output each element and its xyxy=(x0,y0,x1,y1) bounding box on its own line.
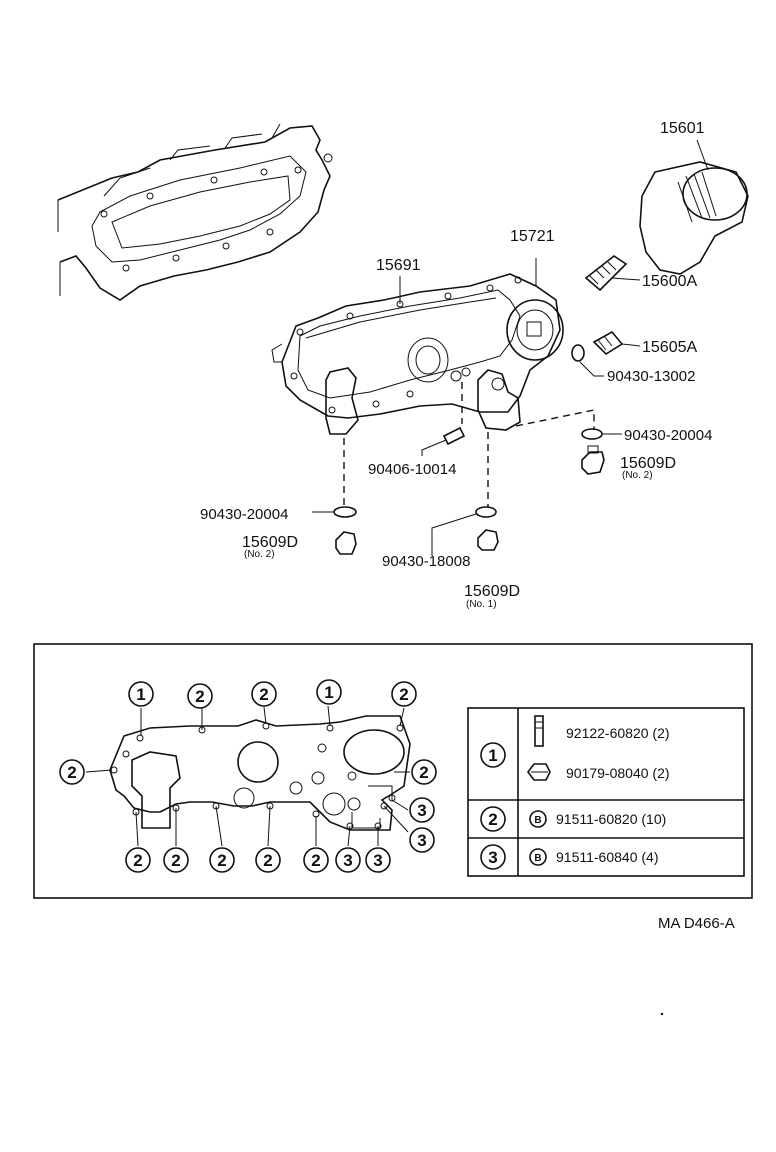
svg-text:2: 2 xyxy=(133,851,142,870)
part-15609D-right-label: 15609D xyxy=(620,455,676,472)
cooler-gasket-outline xyxy=(109,715,411,831)
oil-cooler-drawing xyxy=(271,258,564,435)
part-15721-label: 15721 xyxy=(510,228,555,245)
svg-text:2: 2 xyxy=(488,810,497,829)
union-drawing xyxy=(584,255,641,292)
svg-text:2: 2 xyxy=(311,851,320,870)
svg-text:B: B xyxy=(534,853,541,864)
part-90430-20004-right-label: 90430-20004 xyxy=(624,427,712,444)
svg-text:2: 2 xyxy=(195,687,204,706)
leader-right xyxy=(515,409,595,430)
marker-circle: 2 xyxy=(391,681,417,707)
svg-text:1: 1 xyxy=(136,685,145,704)
marker-circle: 2 xyxy=(163,847,189,873)
marker-circle: 2 xyxy=(187,683,213,709)
svg-text:1: 1 xyxy=(488,746,497,765)
svg-text:2: 2 xyxy=(217,851,226,870)
gasket-13002-drawing xyxy=(571,344,585,362)
marker-circle: 3 xyxy=(409,827,435,853)
b-bolt-icon: B xyxy=(529,848,547,866)
left-markers: 2 xyxy=(59,759,85,785)
top-markers: 1 2 2 1 2 xyxy=(128,679,417,709)
plug-left-drawing xyxy=(312,506,357,555)
legend-row1-item2-text: 90179-08040 (2) xyxy=(566,765,670,781)
marker-circle: 2 xyxy=(251,681,277,707)
part-15609D-center-label: 15609D xyxy=(464,583,520,600)
plug-center-drawing xyxy=(431,506,499,556)
legend-key-1: 1 xyxy=(480,742,506,768)
pin-drawing xyxy=(421,426,466,456)
legend-key-2: 2 xyxy=(480,806,506,832)
marker-circle: 2 xyxy=(411,759,437,785)
bolt-icon xyxy=(534,715,544,747)
part-15609D-right-sub: (No. 2) xyxy=(622,470,653,481)
part-15609D-center-sub: (No. 1) xyxy=(466,599,497,610)
legend-key-3: 3 xyxy=(480,844,506,870)
marker-circle: 1 xyxy=(128,681,154,707)
svg-text:3: 3 xyxy=(373,851,382,870)
svg-text:3: 3 xyxy=(417,801,426,820)
svg-text:2: 2 xyxy=(263,851,272,870)
marker-circle: 2 xyxy=(59,759,85,785)
right-markers: 2 3 3 xyxy=(409,759,437,853)
part-90430-18008-label: 90430-18008 xyxy=(382,553,470,570)
part-15600A-label: 15600A xyxy=(642,273,697,290)
b-bolt-icon: B xyxy=(529,810,547,828)
svg-text:2: 2 xyxy=(399,685,408,704)
part-90406-10014-label: 90406-10014 xyxy=(368,461,456,478)
bottom-markers: 2 2 2 2 2 3 3 xyxy=(125,847,391,873)
part-15691-label: 15691 xyxy=(376,257,421,274)
marker-circle: 2 xyxy=(255,847,281,873)
part-90430-20004-left-label: 90430-20004 xyxy=(200,506,288,523)
marker-circle: 3 xyxy=(365,847,391,873)
marker-circle: 2 xyxy=(303,847,329,873)
svg-text:2: 2 xyxy=(67,763,76,782)
svg-text:2: 2 xyxy=(259,685,268,704)
marker-circle: 2 xyxy=(125,847,151,873)
engine-block-drawing xyxy=(57,123,333,301)
legend-row1-item1-text: 92122-60820 (2) xyxy=(566,725,670,741)
svg-text:2: 2 xyxy=(419,763,428,782)
marker-circle: 2 xyxy=(209,847,235,873)
legend-row2-text: 91511-60820 (10) xyxy=(556,811,666,827)
svg-text:3: 3 xyxy=(488,848,497,867)
svg-text:2: 2 xyxy=(171,851,180,870)
part-15601-label: 15601 xyxy=(660,120,705,137)
nut-icon xyxy=(527,763,551,781)
oil-filter-drawing xyxy=(639,139,749,275)
svg-text:1: 1 xyxy=(324,683,333,702)
reference-code: MA D466-A xyxy=(658,915,735,932)
bolt-diagram-frame xyxy=(33,643,753,899)
marker-circle: 1 xyxy=(316,679,342,705)
legend-table: 1 2 3 92122-60820 (2) 90179-08040 (2) B … xyxy=(467,707,745,877)
svg-text:3: 3 xyxy=(343,851,352,870)
stray-dot xyxy=(660,1012,664,1016)
part-15605A-label: 15605A xyxy=(642,339,697,356)
relief-valve-drawing xyxy=(592,330,641,356)
plug-right-drawing xyxy=(581,428,622,475)
svg-text:B: B xyxy=(534,815,541,826)
part-15609D-left-label: 15609D xyxy=(242,534,298,551)
marker-circle: 3 xyxy=(409,797,435,823)
part-90430-13002-label: 90430-13002 xyxy=(607,368,695,385)
legend-row3-text: 91511-60840 (4) xyxy=(556,849,658,865)
svg-text:3: 3 xyxy=(417,831,426,850)
marker-circle: 3 xyxy=(335,847,361,873)
marker-leaders xyxy=(85,705,410,847)
part-15609D-left-sub: (No. 2) xyxy=(244,549,275,560)
